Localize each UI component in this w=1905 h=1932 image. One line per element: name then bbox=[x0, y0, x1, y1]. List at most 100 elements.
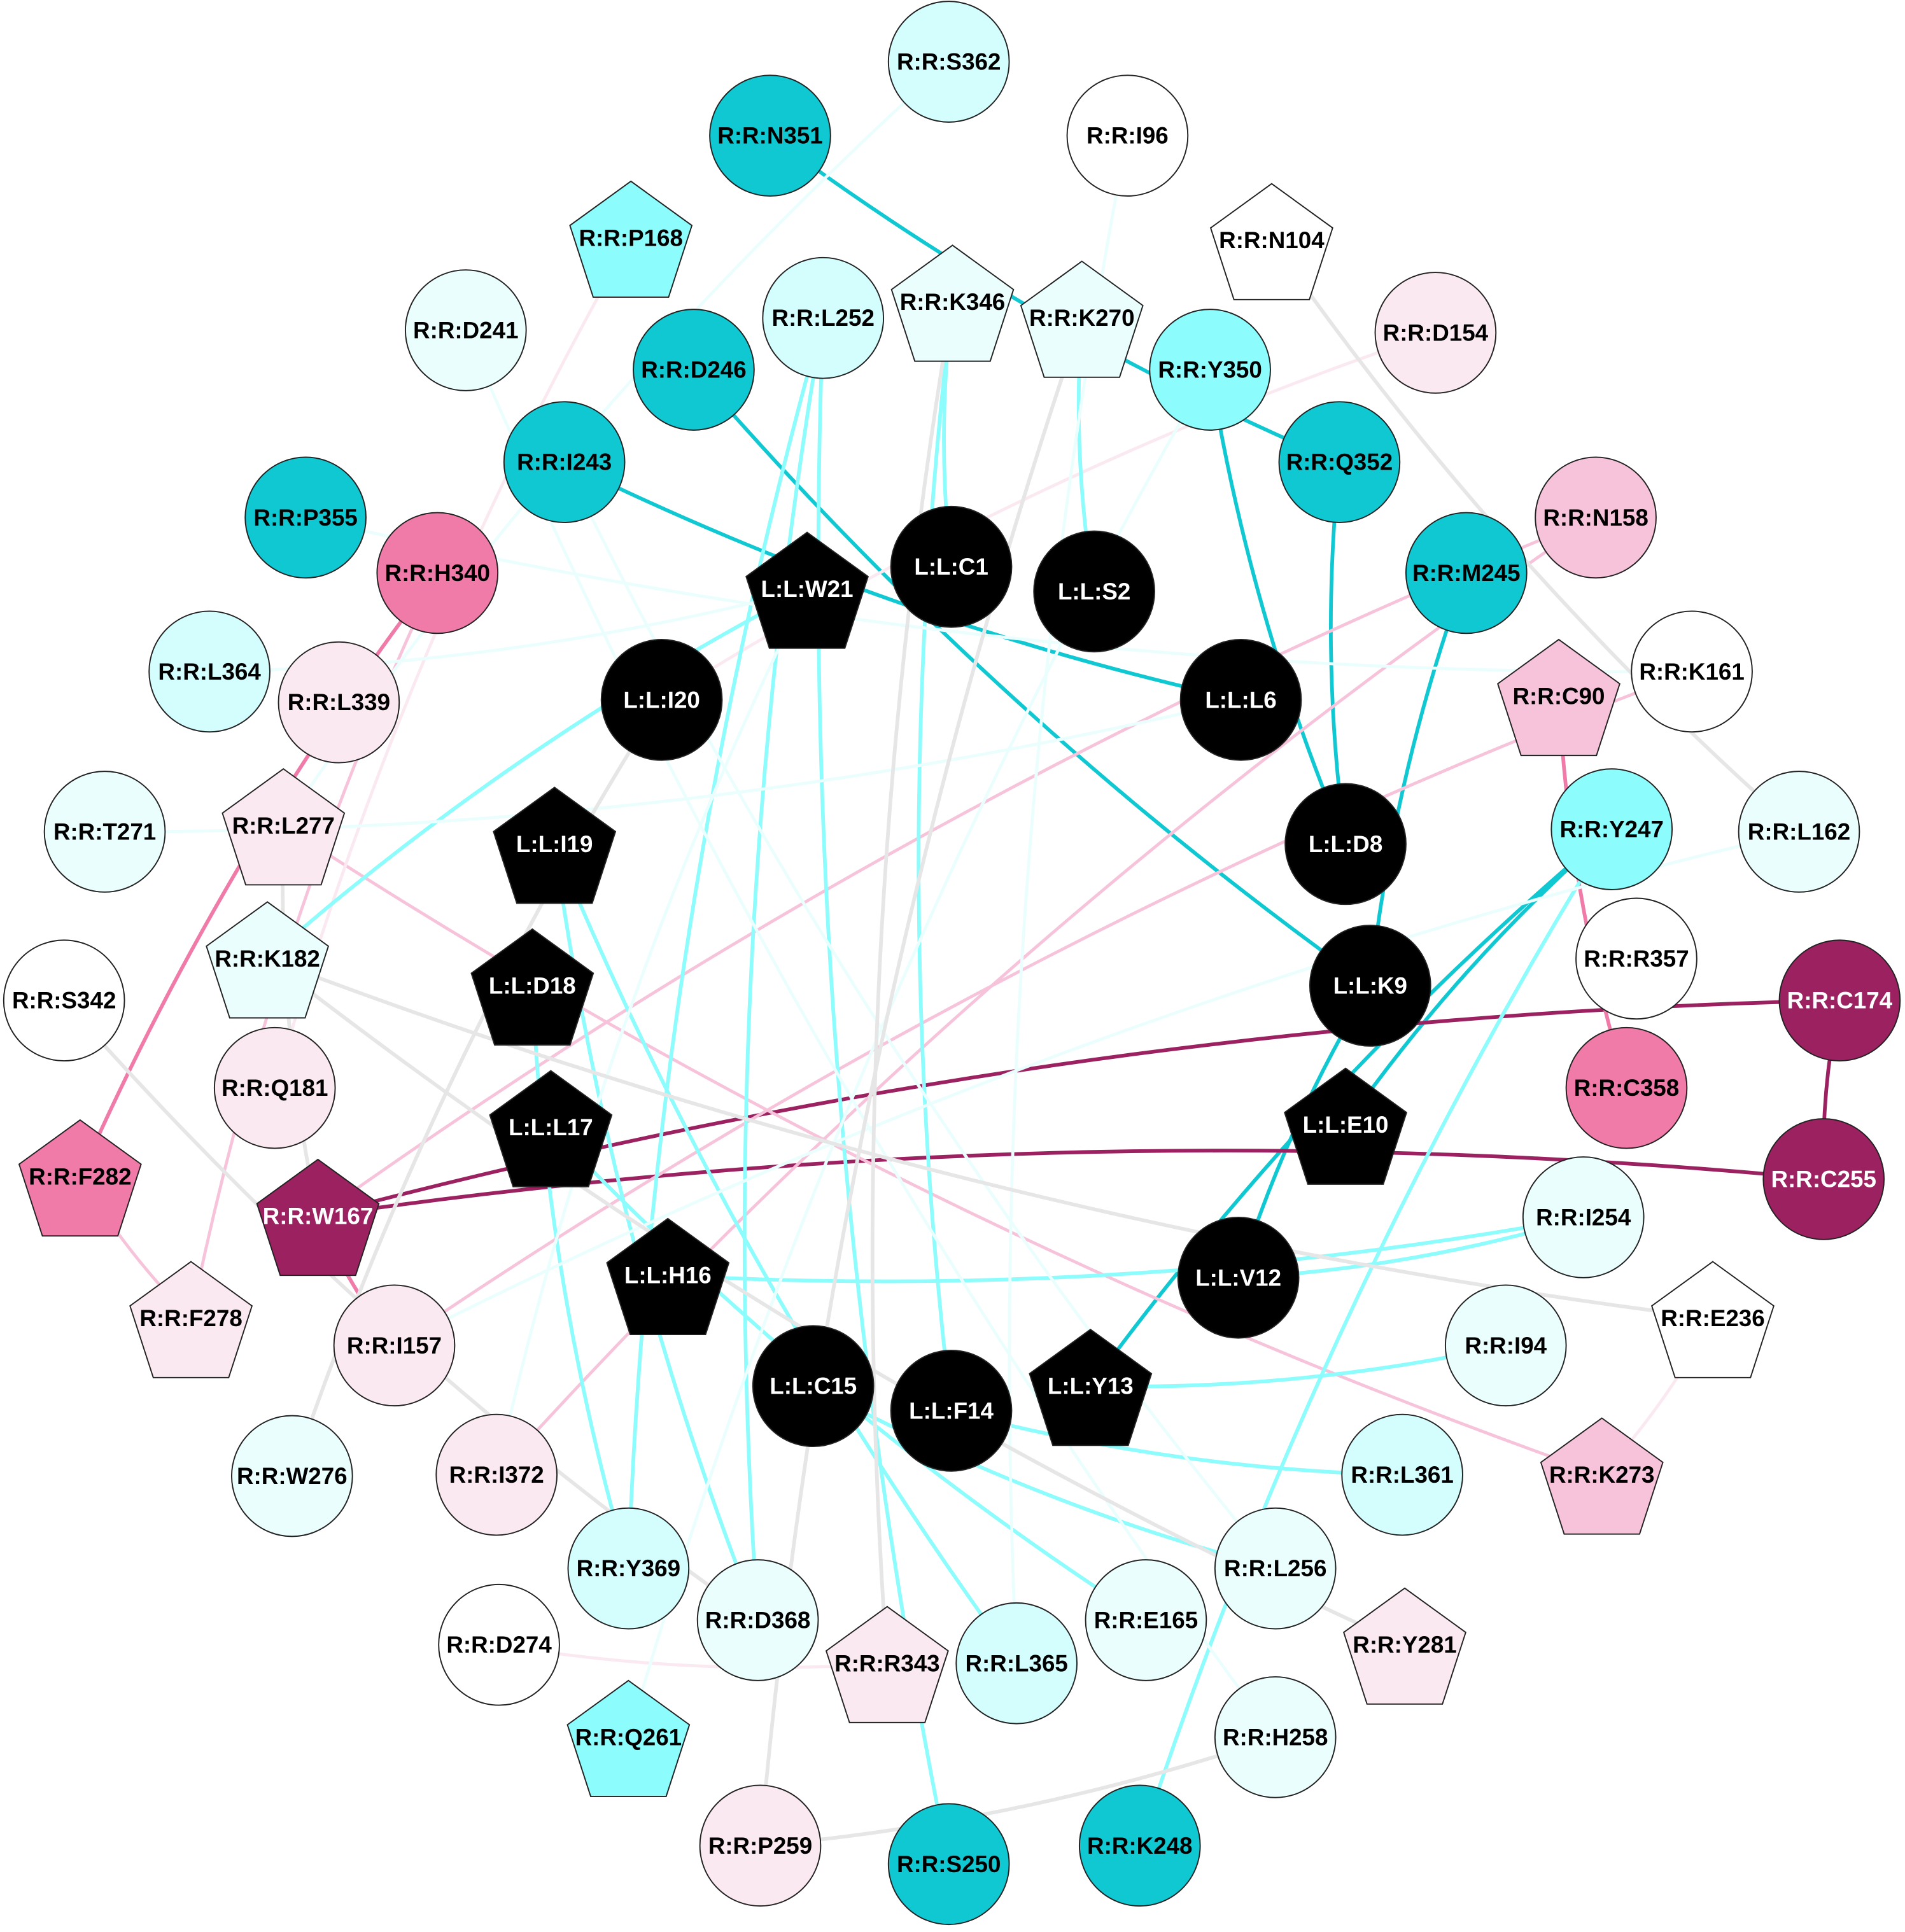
node-Y369[interactable]: R:R:Y369 bbox=[567, 1507, 690, 1630]
node-D274[interactable]: R:R:D274 bbox=[438, 1583, 560, 1706]
node-pentagon bbox=[890, 244, 1015, 362]
node-Q181[interactable]: R:R:Q181 bbox=[213, 1026, 336, 1149]
node-K161[interactable]: R:R:K161 bbox=[1631, 610, 1753, 733]
node-I157[interactable]: R:R:I157 bbox=[333, 1284, 456, 1407]
node-R343[interactable]: R:R:R343 bbox=[825, 1606, 949, 1723]
node-circle bbox=[1214, 1676, 1337, 1798]
node-label: L:L:I20 bbox=[623, 687, 700, 713]
edge-K161-I157 bbox=[393, 670, 1692, 1347]
node-K9[interactable]: L:L:K9 bbox=[1309, 925, 1431, 1047]
node-I254[interactable]: R:R:I254 bbox=[1522, 1156, 1645, 1278]
node-I372[interactable]: R:R:I372 bbox=[435, 1413, 558, 1536]
node-S362[interactable]: R:R:S362 bbox=[887, 1, 1010, 123]
node-K248[interactable]: R:R:K248 bbox=[1078, 1784, 1201, 1907]
node-C174[interactable]: R:R:C174 bbox=[1778, 939, 1901, 1062]
node-C15[interactable]: L:L:C15 bbox=[752, 1325, 875, 1447]
edge-L162-I157 bbox=[393, 830, 1800, 1347]
node-N351[interactable]: R:R:N351 bbox=[709, 74, 831, 197]
node-pentagon bbox=[129, 1261, 253, 1378]
node-label: R:R:Q181 bbox=[221, 1075, 328, 1101]
node-C1[interactable]: L:L:C1 bbox=[890, 505, 1013, 628]
node-W167[interactable]: R:R:W167 bbox=[256, 1158, 380, 1277]
node-label: R:R:D246 bbox=[641, 356, 746, 382]
node-K270[interactable]: R:R:K270 bbox=[1020, 260, 1144, 378]
node-S2[interactable]: L:L:S2 bbox=[1033, 530, 1155, 653]
node-circle bbox=[1565, 1026, 1688, 1149]
node-S250[interactable]: R:R:S250 bbox=[887, 1803, 1010, 1926]
node-L162[interactable]: R:R:L162 bbox=[1738, 771, 1860, 893]
node-L17[interactable]: L:L:L17 bbox=[489, 1070, 613, 1187]
node-circle bbox=[633, 309, 755, 431]
node-T271[interactable]: R:R:T271 bbox=[43, 771, 166, 893]
node-W21[interactable]: L:L:W21 bbox=[745, 531, 869, 649]
node-label: R:R:H340 bbox=[385, 560, 490, 586]
node-D246[interactable]: R:R:D246 bbox=[633, 309, 755, 431]
node-H16[interactable]: L:L:H16 bbox=[606, 1217, 730, 1336]
node-Y247[interactable]: R:R:Y247 bbox=[1550, 768, 1673, 890]
node-label: R:R:K273 bbox=[1549, 1462, 1654, 1488]
node-E236[interactable]: R:R:E236 bbox=[1651, 1261, 1775, 1378]
node-label: R:R:K270 bbox=[1029, 305, 1134, 331]
node-E10[interactable]: L:L:E10 bbox=[1284, 1067, 1408, 1185]
node-Q352[interactable]: R:R:Q352 bbox=[1278, 401, 1401, 524]
node-L6[interactable]: L:L:L6 bbox=[1179, 639, 1302, 761]
node-D368[interactable]: R:R:D368 bbox=[696, 1559, 819, 1681]
node-L256[interactable]: R:R:L256 bbox=[1214, 1507, 1337, 1630]
node-I96[interactable]: R:R:I96 bbox=[1066, 74, 1189, 197]
node-H340[interactable]: R:R:H340 bbox=[376, 512, 499, 634]
node-Y13[interactable]: L:L:Y13 bbox=[1029, 1328, 1153, 1446]
node-Q261[interactable]: R:R:Q261 bbox=[566, 1679, 691, 1798]
node-K346[interactable]: R:R:K346 bbox=[890, 244, 1015, 362]
node-circle bbox=[696, 1559, 819, 1681]
node-label: R:R:S250 bbox=[897, 1851, 1001, 1877]
node-K273[interactable]: R:R:K273 bbox=[1540, 1417, 1664, 1535]
node-C358[interactable]: R:R:C358 bbox=[1565, 1026, 1688, 1149]
node-Y281[interactable]: R:R:Y281 bbox=[1343, 1587, 1466, 1705]
node-Y350[interactable]: R:R:Y350 bbox=[1149, 309, 1271, 431]
node-S342[interactable]: R:R:S342 bbox=[3, 939, 125, 1062]
node-I20[interactable]: L:L:I20 bbox=[600, 639, 723, 761]
node-label: L:L:Y13 bbox=[1048, 1373, 1134, 1399]
node-W276[interactable]: R:R:W276 bbox=[230, 1415, 353, 1537]
node-pentagon bbox=[489, 1070, 613, 1187]
node-P259[interactable]: R:R:P259 bbox=[699, 1784, 822, 1907]
node-C90[interactable]: R:R:C90 bbox=[1497, 638, 1620, 757]
node-P355[interactable]: R:R:P355 bbox=[244, 456, 367, 579]
node-I19[interactable]: L:L:I19 bbox=[493, 787, 617, 904]
edge-L252-Y369 bbox=[626, 317, 826, 1569]
node-C255[interactable]: R:R:C255 bbox=[1762, 1118, 1885, 1240]
node-L364[interactable]: R:R:L364 bbox=[148, 610, 271, 733]
node-H258[interactable]: R:R:H258 bbox=[1214, 1676, 1337, 1798]
node-label: R:R:S362 bbox=[897, 49, 1001, 75]
node-D8[interactable]: L:L:D8 bbox=[1284, 783, 1407, 906]
node-circle bbox=[1762, 1118, 1885, 1240]
node-I243[interactable]: R:R:I243 bbox=[503, 401, 626, 524]
node-E165[interactable]: R:R:E165 bbox=[1085, 1559, 1207, 1681]
node-R357[interactable]: R:R:R357 bbox=[1575, 897, 1698, 1020]
node-L277[interactable]: R:R:L277 bbox=[221, 768, 346, 886]
edge-L277-K273 bbox=[282, 824, 1603, 1476]
node-F282[interactable]: R:R:F282 bbox=[18, 1119, 142, 1237]
node-F14[interactable]: L:L:F14 bbox=[890, 1350, 1013, 1472]
node-circle bbox=[955, 1602, 1078, 1725]
node-N104[interactable]: R:R:N104 bbox=[1209, 183, 1333, 300]
node-D154[interactable]: R:R:D154 bbox=[1374, 272, 1497, 394]
node-L339[interactable]: R:R:L339 bbox=[278, 641, 400, 764]
node-K182[interactable]: R:R:K182 bbox=[206, 901, 330, 1019]
node-L361[interactable]: R:R:L361 bbox=[1341, 1413, 1463, 1536]
node-circle bbox=[1444, 1284, 1567, 1407]
node-I94[interactable]: R:R:I94 bbox=[1444, 1284, 1567, 1407]
node-D241[interactable]: R:R:D241 bbox=[404, 269, 527, 391]
node-D18[interactable]: L:L:D18 bbox=[470, 928, 594, 1046]
node-F278[interactable]: R:R:F278 bbox=[129, 1261, 253, 1378]
node-L252[interactable]: R:R:L252 bbox=[762, 256, 885, 379]
node-M245[interactable]: R:R:M245 bbox=[1405, 512, 1528, 634]
node-P168[interactable]: R:R:P168 bbox=[569, 180, 693, 298]
node-L365[interactable]: R:R:L365 bbox=[955, 1602, 1078, 1725]
node-N158[interactable]: R:R:N158 bbox=[1535, 456, 1657, 579]
node-pentagon bbox=[1343, 1587, 1466, 1705]
node-V12[interactable]: L:L:V12 bbox=[1177, 1216, 1300, 1339]
node-circle bbox=[148, 610, 271, 733]
node-circle bbox=[503, 401, 626, 524]
